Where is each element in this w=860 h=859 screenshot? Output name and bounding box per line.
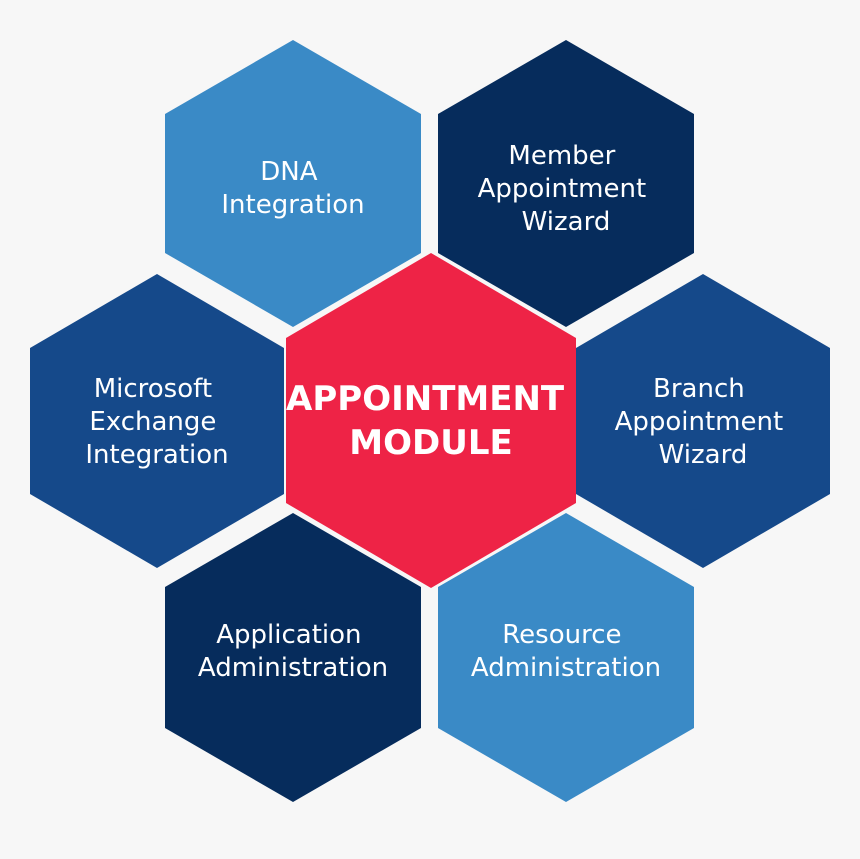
hexagon-label: Microsoft Exchange Integration <box>85 374 228 470</box>
center-hexagon-shape <box>286 253 576 588</box>
hexagon-application-administration: Application Administration <box>165 513 421 802</box>
hexagon-label-line: Appointment <box>478 174 647 204</box>
hexagon-label-line: Administration <box>471 653 661 683</box>
hexagon-shape <box>438 513 694 802</box>
center-hexagon: APPOINTMENT MODULE <box>286 253 576 588</box>
hexagon-label-line: Microsoft <box>94 374 212 404</box>
hexagon-label: Member Appointment Wizard <box>478 141 655 237</box>
center-label-line: MODULE <box>349 423 512 463</box>
hexagon-shape <box>438 40 694 327</box>
hexagon-branch-appointment-wizard: Branch Appointment Wizard <box>576 274 830 568</box>
hexagon-label-line: Integration <box>221 190 364 220</box>
hexagon-microsoft-exchange-integration: Microsoft Exchange Integration <box>30 274 284 568</box>
hexagon-label-line: Administration <box>198 653 388 683</box>
hexagon-label-line: Branch <box>653 374 745 404</box>
hexagon-shape <box>165 513 421 802</box>
hexagon-label-line: Wizard <box>522 207 611 237</box>
hexagon-dna-integration: DNA Integration <box>165 40 421 327</box>
hexagon-member-appointment-wizard: Member Appointment Wizard <box>438 40 694 327</box>
hexagon-label-line: Exchange <box>89 407 216 437</box>
hexagon-label-line: Wizard <box>659 440 748 470</box>
hexagon-label: DNA Integration <box>221 157 364 220</box>
hexagon-label-line: Member <box>508 141 615 171</box>
center-label: APPOINTMENT MODULE <box>286 379 576 463</box>
hexagon-shape <box>576 274 830 568</box>
hexagon-label-line: DNA <box>260 157 317 187</box>
hexagon-label-line: Resource <box>502 620 621 650</box>
hexagon-label-line: Integration <box>85 440 228 470</box>
hexagon-label-line: Application <box>216 620 361 650</box>
hexagon-label: Branch Appointment Wizard <box>615 374 792 470</box>
hexagon-resource-administration: Resource Administration <box>438 513 694 802</box>
hexagon-label-line: Appointment <box>615 407 784 437</box>
hexagon-label: Resource Administration <box>471 620 661 683</box>
hexagon-label: Application Administration <box>198 620 388 683</box>
center-label-line: APPOINTMENT <box>286 379 565 419</box>
hexagon-shape <box>165 40 421 327</box>
hexagon-shape <box>30 274 284 568</box>
